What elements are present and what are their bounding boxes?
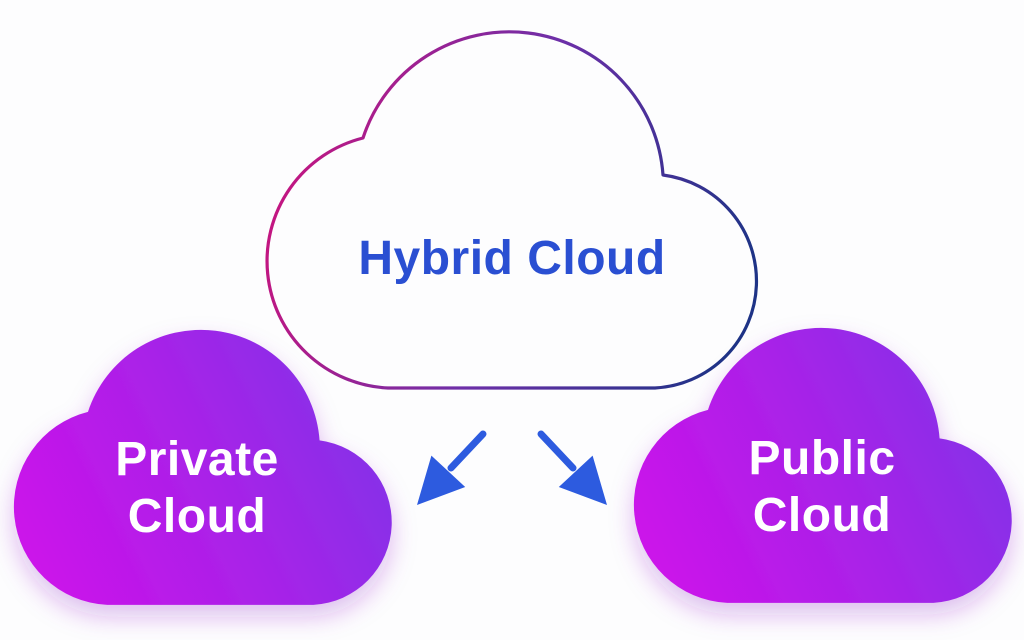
arrow-shaft — [447, 430, 487, 472]
arrow-down-right-icon — [537, 430, 607, 505]
hybrid-cloud-label: Hybrid Cloud — [358, 232, 666, 285]
arrow-down-left-icon — [417, 430, 487, 505]
arrow-shaft — [537, 430, 577, 472]
arrow-head — [558, 455, 607, 505]
private-cloud-label: Private Cloud — [115, 433, 279, 543]
arrow-head — [417, 455, 466, 505]
public-cloud-label: Public Cloud — [748, 432, 896, 542]
hybrid-cloud-shape — [265, 30, 759, 390]
